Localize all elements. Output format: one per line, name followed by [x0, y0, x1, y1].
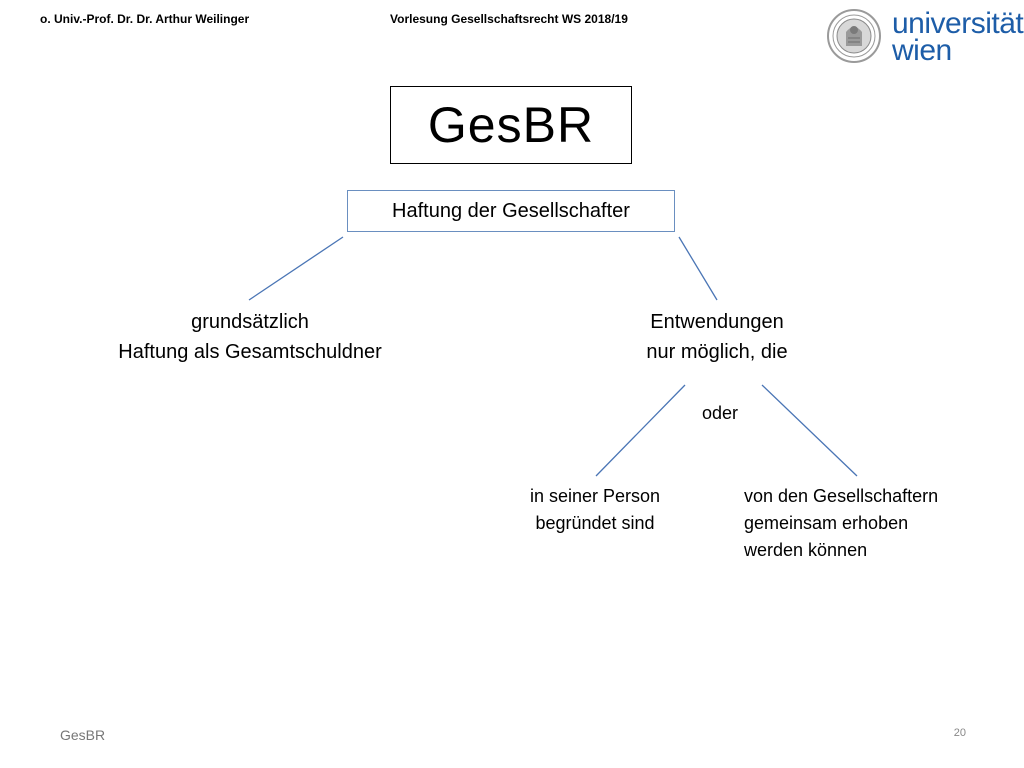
- logo-text-line1: universität: [892, 7, 1024, 40]
- header-lecture: Vorlesung Gesellschaftsrecht WS 2018/19: [390, 12, 628, 26]
- node-left-line1: grundsätzlich: [191, 311, 309, 333]
- university-seal-icon: [827, 9, 881, 63]
- node-left: grundsätzlich Haftung als Gesamtschuldne…: [60, 307, 440, 367]
- leaf-left-line1: in seiner Person: [529, 486, 661, 506]
- header-author: o. Univ.-Prof. Dr. Dr. Arthur Weilinger: [40, 12, 250, 26]
- page-number: 20: [953, 727, 966, 739]
- leaf-right-line2: gemeinsam erhoben: [744, 513, 909, 533]
- diagram-subtitle-box: Haftung der Gesellschafter: [347, 190, 675, 232]
- connector-right-to-leaf-left: [595, 384, 686, 477]
- node-right: Entwendungen nur möglich, die: [592, 307, 842, 367]
- connector-sub-to-left: [248, 236, 344, 301]
- leaf-left: in seiner Person begründet sind: [510, 483, 680, 537]
- node-left-line2: Haftung als Gesamtschuldner: [118, 341, 382, 363]
- leaf-right-line3: werden können: [744, 540, 868, 560]
- leaf-left-line2: begründet sind: [535, 513, 655, 533]
- node-right-line1: Entwendungen: [650, 311, 784, 333]
- university-logo: universität wien: [826, 8, 1024, 66]
- connector-right-to-leaf-right: [761, 384, 858, 477]
- connector-label-oder: oder: [701, 403, 739, 423]
- logo-text-line2: wien: [892, 34, 952, 67]
- leaf-right-line1: von den Gesellschaftern: [744, 486, 939, 506]
- leaf-right: von den Gesellschaftern gemeinsam erhobe…: [744, 483, 1004, 564]
- footer-label: GesBR: [60, 727, 106, 743]
- connector-sub-to-right: [678, 236, 718, 301]
- diagram-title-box: GesBR: [390, 86, 632, 164]
- node-right-line2: nur möglich, die: [646, 341, 788, 363]
